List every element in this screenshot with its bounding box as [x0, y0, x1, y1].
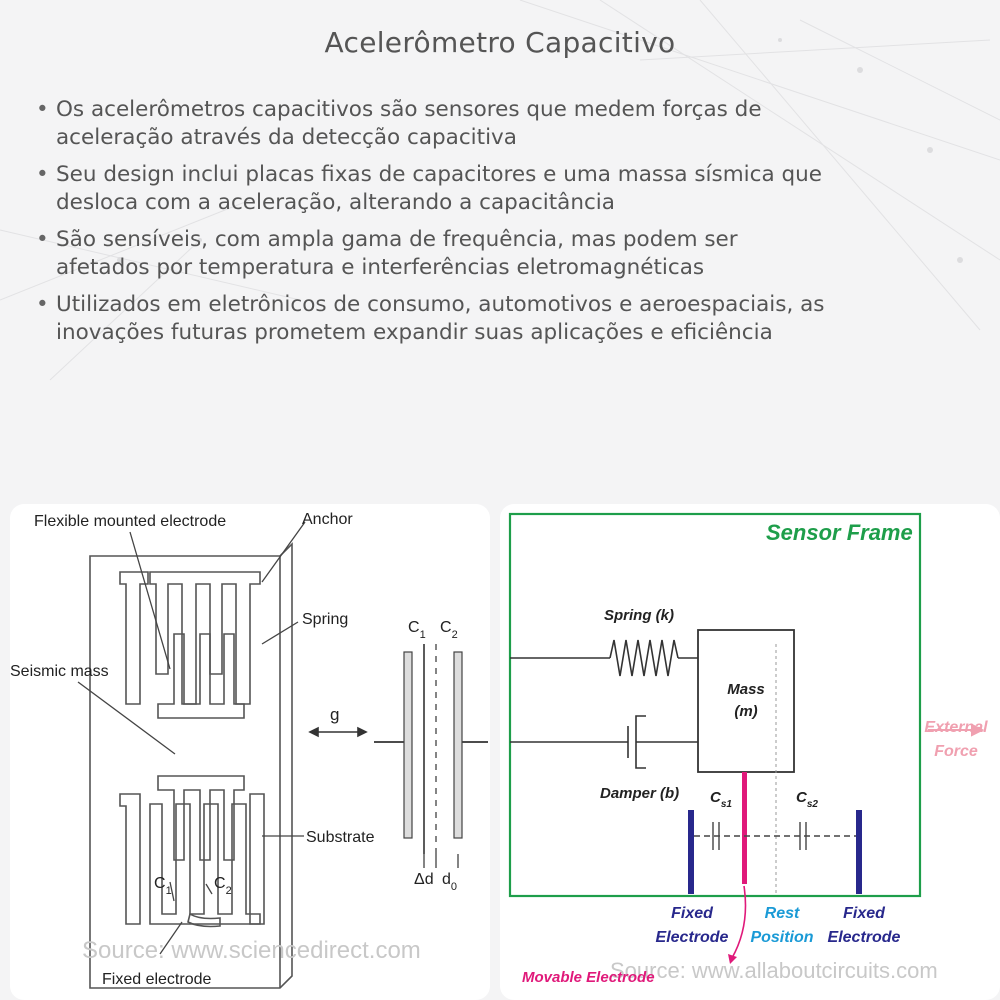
bullet-list: Os acelerômetros capacitivos são sensore…	[36, 96, 966, 356]
fixed-electrode-label: Fixed electrode	[102, 971, 211, 988]
bullet-item: São sensíveis, com ampla gama de frequên…	[36, 226, 966, 282]
bullet-line: inovações futuras prometem expandir suas…	[56, 320, 773, 345]
label-leader-lines	[77, 521, 306, 955]
capacitor-plates	[374, 644, 488, 868]
cs1-letter: C	[710, 789, 722, 806]
right-source-watermark: Source: www.allaboutcircuits.com	[610, 958, 938, 983]
d0-letter: d	[442, 871, 451, 888]
bullet-line: Utilizados em eletrônicos de consumo, au…	[56, 292, 825, 317]
external-label: External	[924, 719, 988, 736]
fixed-electrode-right-line2: Electrode	[828, 929, 901, 946]
movable-pointer-head	[728, 954, 737, 964]
fixed-electrode-right-line1: Fixed	[843, 905, 886, 922]
cs2-letter: C	[796, 789, 808, 806]
anchor-label: Anchor	[302, 511, 353, 528]
cap-c1-subscript: 1	[420, 629, 426, 641]
acceleration-arrow	[308, 726, 368, 738]
lower-comb-electrodes	[119, 775, 265, 928]
c2-subscript: 2	[226, 885, 232, 897]
fixed-electrode-left-line2: Electrode	[656, 929, 729, 946]
c2-letter: C	[214, 875, 226, 892]
cap-c1-label: C1	[408, 619, 426, 641]
sensor-frame-label: Sensor Frame	[766, 520, 913, 545]
capacitor-symbols	[712, 822, 807, 850]
delta-d-label: Δd	[414, 871, 434, 888]
c1-letter: C	[154, 875, 166, 892]
bullet-item: Seu design inclui placas fixas de capaci…	[36, 161, 966, 217]
mass-label: Mass	[727, 681, 765, 698]
page-title: Acelerômetro Capacitivo	[324, 26, 676, 59]
left-panel-background	[10, 504, 490, 1000]
spring-element	[510, 639, 698, 677]
damper-label: Damper (b)	[600, 785, 679, 802]
bullet-line: Os acelerômetros capacitivos são sensore…	[56, 97, 762, 122]
flexible-electrode-label: Flexible mounted electrode	[34, 513, 226, 530]
cap-c1-letter: C	[408, 619, 420, 636]
movable-electrode	[742, 772, 747, 884]
substrate-label: Substrate	[306, 829, 375, 846]
fixed-electrode-left-line1: Fixed	[671, 905, 714, 922]
damper-element	[510, 715, 698, 769]
cap-c2-label: C2	[440, 619, 458, 641]
mass-block	[697, 629, 795, 773]
movable-electrode-label: Movable Electrode	[522, 969, 655, 986]
cs1-label: Cs1	[710, 789, 732, 810]
seismic-mass-label: Seismic mass	[10, 663, 109, 680]
position-label: Position	[750, 929, 813, 946]
force-label: Force	[934, 743, 978, 760]
c2-label: C2	[214, 875, 232, 897]
sensor-frame-border	[508, 512, 922, 898]
left-source-watermark: Source: www.sciencedirect.com	[82, 937, 421, 964]
bullet-line: afetados por temperatura e interferência…	[56, 255, 705, 280]
spring-label: Spring	[302, 611, 348, 628]
cap-c2-subscript: 2	[452, 629, 458, 641]
sensor-model-diagram: Sensor Frame Spring (k) Damper (b) Mass …	[500, 504, 1000, 1000]
c1-label: C1	[154, 875, 172, 897]
spring-label: Spring (k)	[604, 607, 674, 624]
mass-symbol-label: (m)	[734, 703, 757, 720]
bullet-item: Utilizados em eletrônicos de consumo, au…	[36, 291, 966, 347]
comb-structure-diagram: Flexible mounted electrode Anchor Spring…	[10, 504, 490, 1000]
cs2-label: Cs2	[796, 789, 818, 810]
d0-subscript: 0	[451, 881, 457, 893]
bullet-line: Seu design inclui placas fixas de capaci…	[56, 162, 822, 187]
cs2-subscript: s2	[807, 799, 819, 810]
fixed-electrode-right	[856, 810, 862, 894]
bullet-line: São sensíveis, com ampla gama de frequên…	[56, 227, 738, 252]
bullet-item: Os acelerômetros capacitivos são sensore…	[36, 96, 966, 152]
cs1-subscript: s1	[721, 799, 733, 810]
rest-label: Rest	[765, 905, 800, 922]
cap-c2-letter: C	[440, 619, 452, 636]
bullet-line: desloca com a aceleração, alterando a ca…	[56, 190, 615, 215]
upper-comb-electrodes	[119, 571, 261, 719]
fixed-electrode-left	[688, 810, 694, 894]
external-force-arrow	[928, 723, 985, 737]
d0-label: d0	[442, 871, 457, 893]
bullet-line: aceleração através da detecção capacitiv…	[56, 125, 517, 150]
c1-subscript: 1	[166, 885, 172, 897]
movable-electrode-pointer	[731, 885, 747, 959]
g-label: g	[330, 705, 339, 724]
